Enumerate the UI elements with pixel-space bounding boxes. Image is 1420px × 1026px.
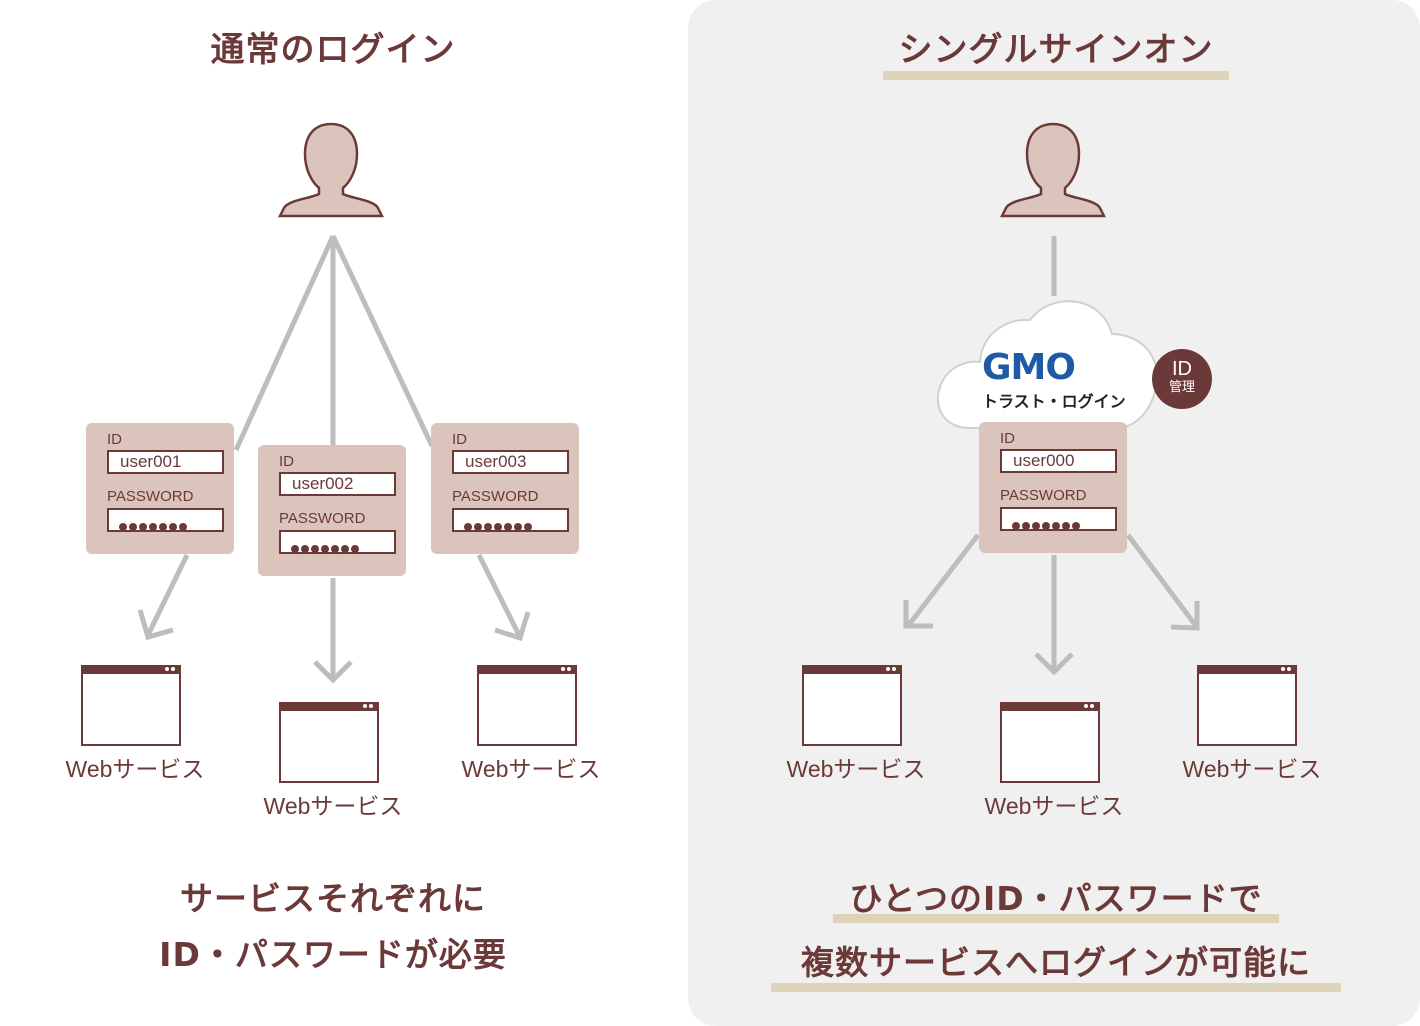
service-label: Webサービス bbox=[984, 793, 1124, 819]
arrow-left-3 bbox=[476, 553, 523, 639]
arrowhead-left-2 bbox=[313, 660, 353, 684]
arrowhead-left-3 bbox=[494, 611, 531, 642]
right-caption-line1: ひとつのID・パスワードで bbox=[849, 879, 1263, 918]
browser-window-icon bbox=[1000, 702, 1100, 783]
caption-underline-1 bbox=[833, 914, 1279, 923]
id-label: ID bbox=[279, 453, 294, 470]
caption-underline-2 bbox=[771, 983, 1341, 992]
password-field[interactable] bbox=[279, 530, 396, 554]
password-field[interactable] bbox=[107, 508, 224, 532]
id-field[interactable]: user000 bbox=[1000, 449, 1117, 473]
arrow-right-1 bbox=[906, 533, 980, 628]
title-underline bbox=[883, 71, 1229, 80]
password-label: PASSWORD bbox=[1000, 487, 1087, 504]
left-caption-line1: サービスそれぞれに bbox=[180, 879, 486, 918]
password-mask bbox=[291, 538, 361, 558]
credential-card-sso: ID user000 PASSWORD bbox=[979, 422, 1127, 553]
line-left-3 bbox=[330, 234, 435, 448]
service-label: Webサービス bbox=[786, 756, 926, 782]
service-label: Webサービス bbox=[1182, 756, 1322, 782]
credential-card-3: ID user003 PASSWORD bbox=[431, 423, 579, 554]
browser-window-icon bbox=[802, 665, 902, 746]
right-title: シングルサインオン bbox=[898, 30, 1214, 70]
gmo-logo-subtext: トラスト・ログイン bbox=[982, 392, 1126, 411]
arrow-right-3 bbox=[1125, 533, 1199, 628]
id-label: ID bbox=[1000, 430, 1015, 447]
service-label: Webサービス bbox=[263, 793, 403, 819]
arrowhead-right-3 bbox=[1170, 601, 1200, 631]
service-label: Webサービス bbox=[65, 756, 205, 782]
gmo-logo-text: GMO bbox=[982, 347, 1076, 388]
service-label: Webサービス bbox=[461, 756, 601, 782]
arrowhead-right-1 bbox=[903, 600, 933, 629]
id-label: ID bbox=[107, 431, 122, 448]
user-icon-left bbox=[278, 122, 384, 218]
password-label: PASSWORD bbox=[279, 510, 366, 527]
line-left-1 bbox=[233, 234, 336, 452]
left-title: 通常のログイン bbox=[210, 30, 456, 70]
arrowhead-right-2 bbox=[1034, 652, 1074, 676]
password-mask bbox=[119, 516, 189, 536]
id-field[interactable]: user001 bbox=[107, 450, 224, 474]
id-field[interactable]: user002 bbox=[279, 472, 396, 496]
password-field[interactable] bbox=[1000, 507, 1117, 531]
id-field[interactable]: user003 bbox=[452, 450, 569, 474]
password-mask bbox=[464, 516, 534, 536]
password-mask bbox=[1012, 515, 1082, 535]
left-caption-line2: ID・パスワードが必要 bbox=[159, 935, 507, 974]
id-label: ID bbox=[452, 431, 467, 448]
password-label: PASSWORD bbox=[452, 488, 539, 505]
badge-line2: 管理 bbox=[1168, 380, 1195, 395]
password-label: PASSWORD bbox=[107, 488, 194, 505]
browser-window-icon bbox=[1197, 665, 1297, 746]
password-field[interactable] bbox=[452, 508, 569, 532]
arrow-left-1 bbox=[145, 553, 190, 637]
browser-window-icon bbox=[477, 665, 577, 746]
user-icon-right bbox=[1000, 122, 1106, 218]
browser-window-icon bbox=[81, 665, 181, 746]
badge-line1: ID bbox=[1172, 358, 1192, 380]
credential-card-1: ID user001 PASSWORD bbox=[86, 423, 234, 554]
browser-window-icon bbox=[279, 702, 379, 783]
id-management-badge: ID 管理 bbox=[1152, 349, 1212, 409]
credential-card-2: ID user002 PASSWORD bbox=[258, 445, 406, 576]
right-caption-line2: 複数サービスへログインが可能に bbox=[801, 943, 1311, 982]
arrowhead-left-1 bbox=[137, 609, 174, 641]
